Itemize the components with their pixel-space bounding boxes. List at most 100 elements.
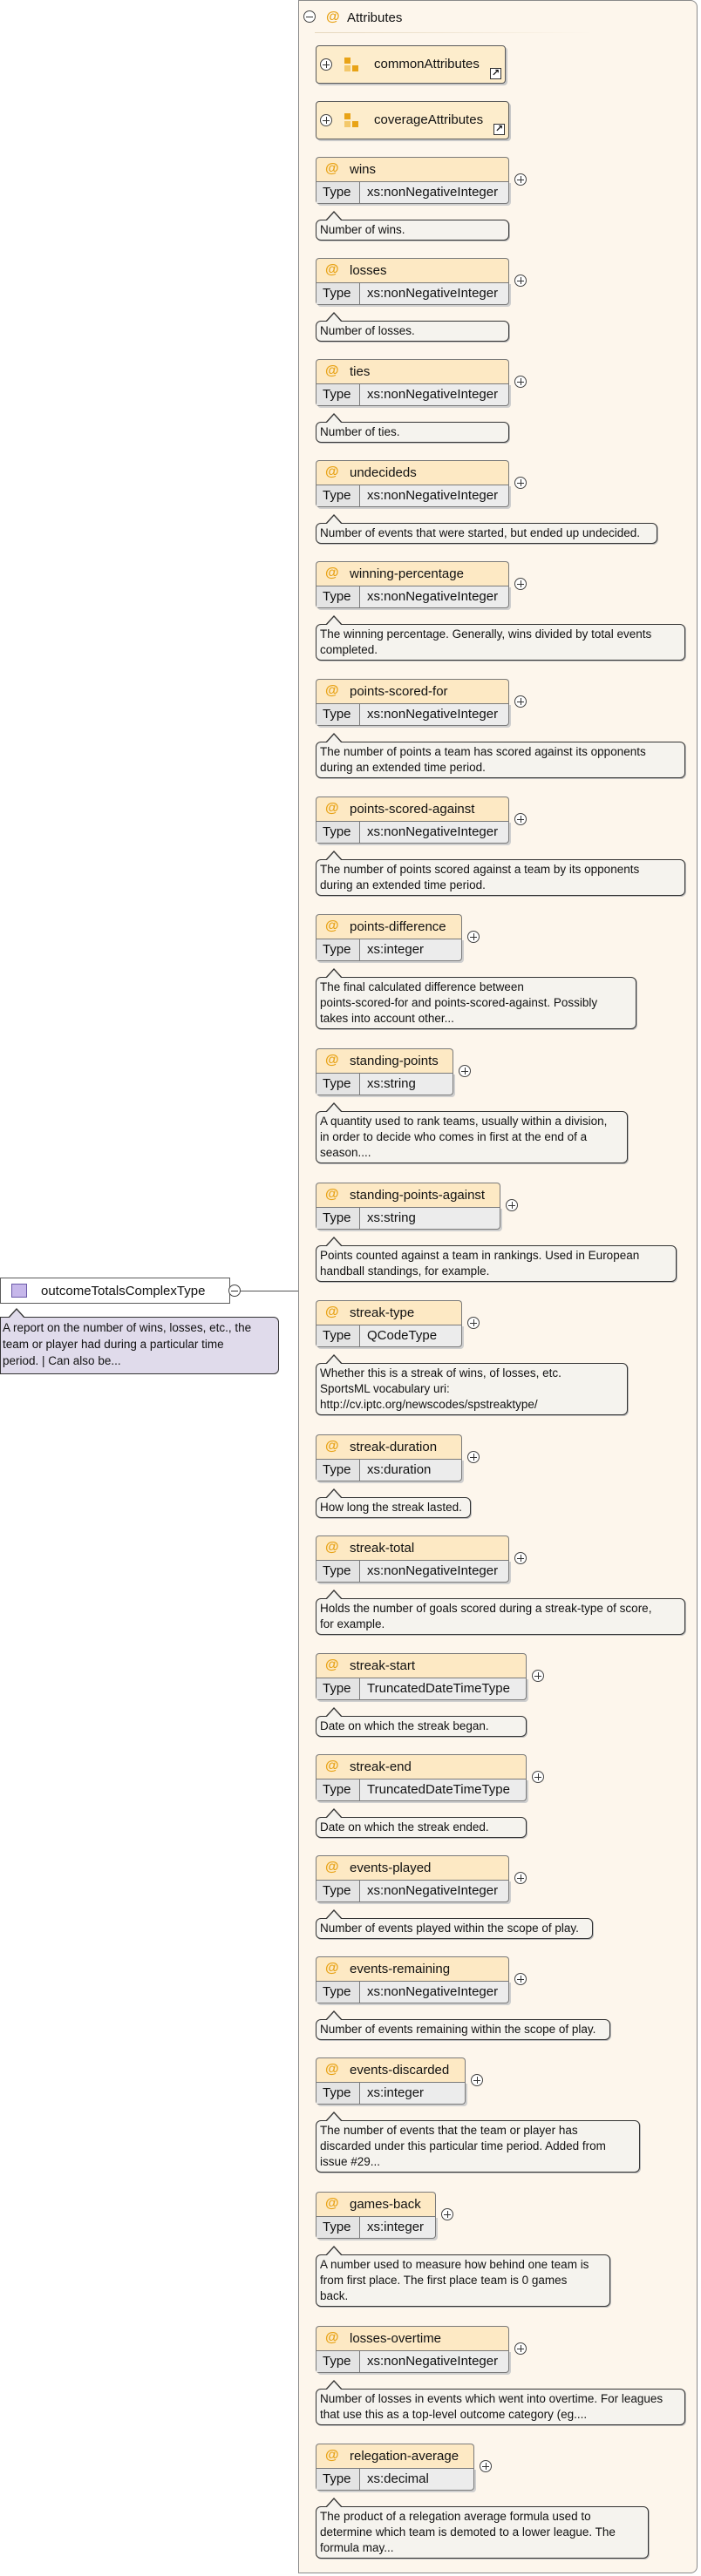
attribute-doc: The number of points scored against a te… — [316, 851, 685, 896]
attribute-events-discarded[interactable]: @events-discarded — [316, 2057, 466, 2082]
expand-attribute-icon[interactable] — [514, 477, 527, 489]
type-value: xs:nonNegativeInteger — [367, 824, 499, 839]
attribute-doc-line: Number of ties. — [320, 425, 400, 438]
expand-attribute-icon[interactable] — [514, 1872, 527, 1884]
complex-type-box[interactable]: outcomeTotalsComplexType — [0, 1278, 230, 1304]
attributes-title: Attributes — [347, 10, 403, 25]
attribute-standing-points-against[interactable]: @standing-points-against — [316, 1183, 500, 1207]
attribute-at-icon: @ — [325, 161, 339, 176]
attribute-events-played[interactable]: @events-played — [316, 1855, 509, 1880]
attribute-doc-line: Number of losses. — [320, 324, 415, 337]
attribute-points-difference[interactable]: @points-difference — [316, 914, 462, 939]
expand-attribute-icon[interactable] — [514, 275, 527, 287]
collapse-complex-type-icon[interactable] — [228, 1285, 241, 1297]
attribute-name: events-discarded — [350, 2063, 450, 2078]
attribute-relegation-average[interactable]: @relegation-average — [316, 2444, 474, 2468]
group-coverage-attributes[interactable]: coverageAttributes ↗ — [316, 101, 509, 139]
expand-attribute-icon[interactable] — [514, 376, 527, 388]
attribute-doc-line: takes into account other... — [320, 1012, 454, 1025]
attribute-doc-line: http://cv.iptc.org/newscodes/spstreaktyp… — [320, 1398, 538, 1411]
type-value: xs:nonNegativeInteger — [367, 286, 499, 301]
note-tail — [325, 968, 343, 979]
expand-attribute-icon[interactable] — [514, 1973, 527, 1985]
type-label: Type — [316, 1779, 360, 1800]
attribute-streak-total[interactable]: @streak-total — [316, 1535, 509, 1560]
expand-attribute-icon[interactable] — [514, 813, 527, 825]
type-label: Type — [316, 1208, 360, 1229]
attribute-doc-line: A quantity used to rank teams, usually w… — [320, 1115, 608, 1128]
goto-definition-icon[interactable]: ↗ — [493, 124, 505, 135]
attribute-doc: Number of wins. — [316, 211, 509, 241]
attribute-points-scored-against[interactable]: @points-scored-against — [316, 797, 509, 821]
attribute-events-remaining[interactable]: @events-remaining — [316, 1956, 509, 1981]
expand-attribute-icon[interactable] — [514, 578, 527, 590]
type-label: Type — [316, 704, 360, 725]
attribute-doc-line: completed. — [320, 643, 378, 656]
expand-attribute-icon[interactable] — [532, 1670, 544, 1682]
type-value: xs:nonNegativeInteger — [367, 707, 499, 722]
expand-attribute-icon[interactable] — [467, 931, 480, 943]
attribute-at-icon: @ — [325, 1860, 339, 1874]
attribute-doc-line: Number of losses in events which went in… — [320, 2392, 664, 2405]
type-value: xs:nonNegativeInteger — [367, 387, 499, 402]
attribute-doc-line: during an extended time period. — [320, 761, 486, 774]
attribute-doc-line: formula may... — [320, 2541, 394, 2554]
collapse-attributes-icon[interactable] — [303, 10, 316, 23]
attribute-doc: How long the streak lasted. — [316, 1488, 471, 1518]
type-value: xs:integer — [367, 942, 425, 957]
attribute-streak-end[interactable]: @streak-end — [316, 1754, 527, 1779]
attribute-doc: Date on which the streak began. — [316, 1707, 527, 1737]
expand-attribute-icon[interactable] — [459, 1065, 471, 1077]
attribute-streak-type[interactable]: @streak-type — [316, 1300, 462, 1325]
attribute-name: ties — [350, 364, 371, 379]
attribute-streak-start[interactable]: @streak-start — [316, 1653, 527, 1678]
attribute-wins[interactable]: @wins — [316, 157, 509, 181]
attribute-games-back[interactable]: @games-back — [316, 2192, 436, 2216]
attribute-name: standing-points — [350, 1054, 439, 1068]
attribute-doc: Points counted against a team in ranking… — [316, 1237, 677, 1282]
attribute-doc-line: back. — [320, 2289, 349, 2302]
type-label: Type — [316, 1982, 360, 2003]
expand-attribute-icon[interactable] — [514, 173, 527, 186]
expand-attribute-icon[interactable] — [467, 1317, 480, 1329]
attribute-ties[interactable]: @ties — [316, 359, 509, 383]
note-tail — [325, 2380, 343, 2390]
attribute-doc-line: points-scored-for and points-scored-agai… — [320, 996, 598, 1009]
attribute-at-icon: @ — [325, 464, 339, 479]
expand-attribute-icon[interactable] — [532, 1771, 544, 1783]
attribute-standing-points[interactable]: @standing-points — [316, 1048, 453, 1073]
expand-attribute-icon[interactable] — [471, 2074, 483, 2086]
expand-attribute-icon[interactable] — [480, 2460, 492, 2472]
expand-attribute-icon[interactable] — [441, 2208, 453, 2220]
attribute-winning-percentage[interactable]: @winning-percentage — [316, 561, 509, 586]
attribute-losses[interactable]: @losses — [316, 258, 509, 282]
type-label: Type — [316, 822, 360, 843]
attribute-doc: Whether this is a streak of wins, of los… — [316, 1354, 628, 1415]
attribute-name: winning-percentage — [350, 566, 464, 581]
goto-definition-icon[interactable]: ↗ — [490, 68, 501, 79]
attribute-doc-line: The final calculated difference between — [320, 980, 524, 993]
type-label: Type — [316, 485, 360, 506]
expand-group-icon[interactable] — [320, 114, 332, 126]
note-tail — [325, 2246, 343, 2256]
expand-attribute-icon[interactable] — [514, 1552, 527, 1564]
attribute-doc-line: that use this as a top-level outcome cat… — [320, 2408, 588, 2421]
attribute-losses-overtime[interactable]: @losses-overtime — [316, 2326, 509, 2350]
expand-attribute-icon[interactable] — [514, 695, 527, 708]
note-tail — [325, 1354, 343, 1365]
expand-group-icon[interactable] — [320, 58, 332, 71]
note-tail — [325, 514, 343, 525]
attribute-streak-duration[interactable]: @streak-duration — [316, 1434, 462, 1459]
attribute-undecideds[interactable]: @undecideds — [316, 460, 509, 485]
attribute-doc-line: Number of events remaining within the sc… — [320, 2023, 596, 2036]
expand-attribute-icon[interactable] — [506, 1199, 518, 1211]
attribute-doc-line: The product of a relegation average form… — [320, 2510, 591, 2523]
expand-attribute-icon[interactable] — [514, 2342, 527, 2355]
expand-attribute-icon[interactable] — [467, 1451, 480, 1463]
type-value: TruncatedDateTimeType — [367, 1782, 510, 1797]
attribute-doc-line: The winning percentage. Generally, wins … — [320, 627, 652, 641]
attribute-points-scored-for[interactable]: @points-scored-for — [316, 679, 509, 703]
attribute-doc: The product of a relegation average form… — [316, 2498, 649, 2559]
group-common-attributes[interactable]: commonAttributes ↗ — [316, 45, 506, 84]
